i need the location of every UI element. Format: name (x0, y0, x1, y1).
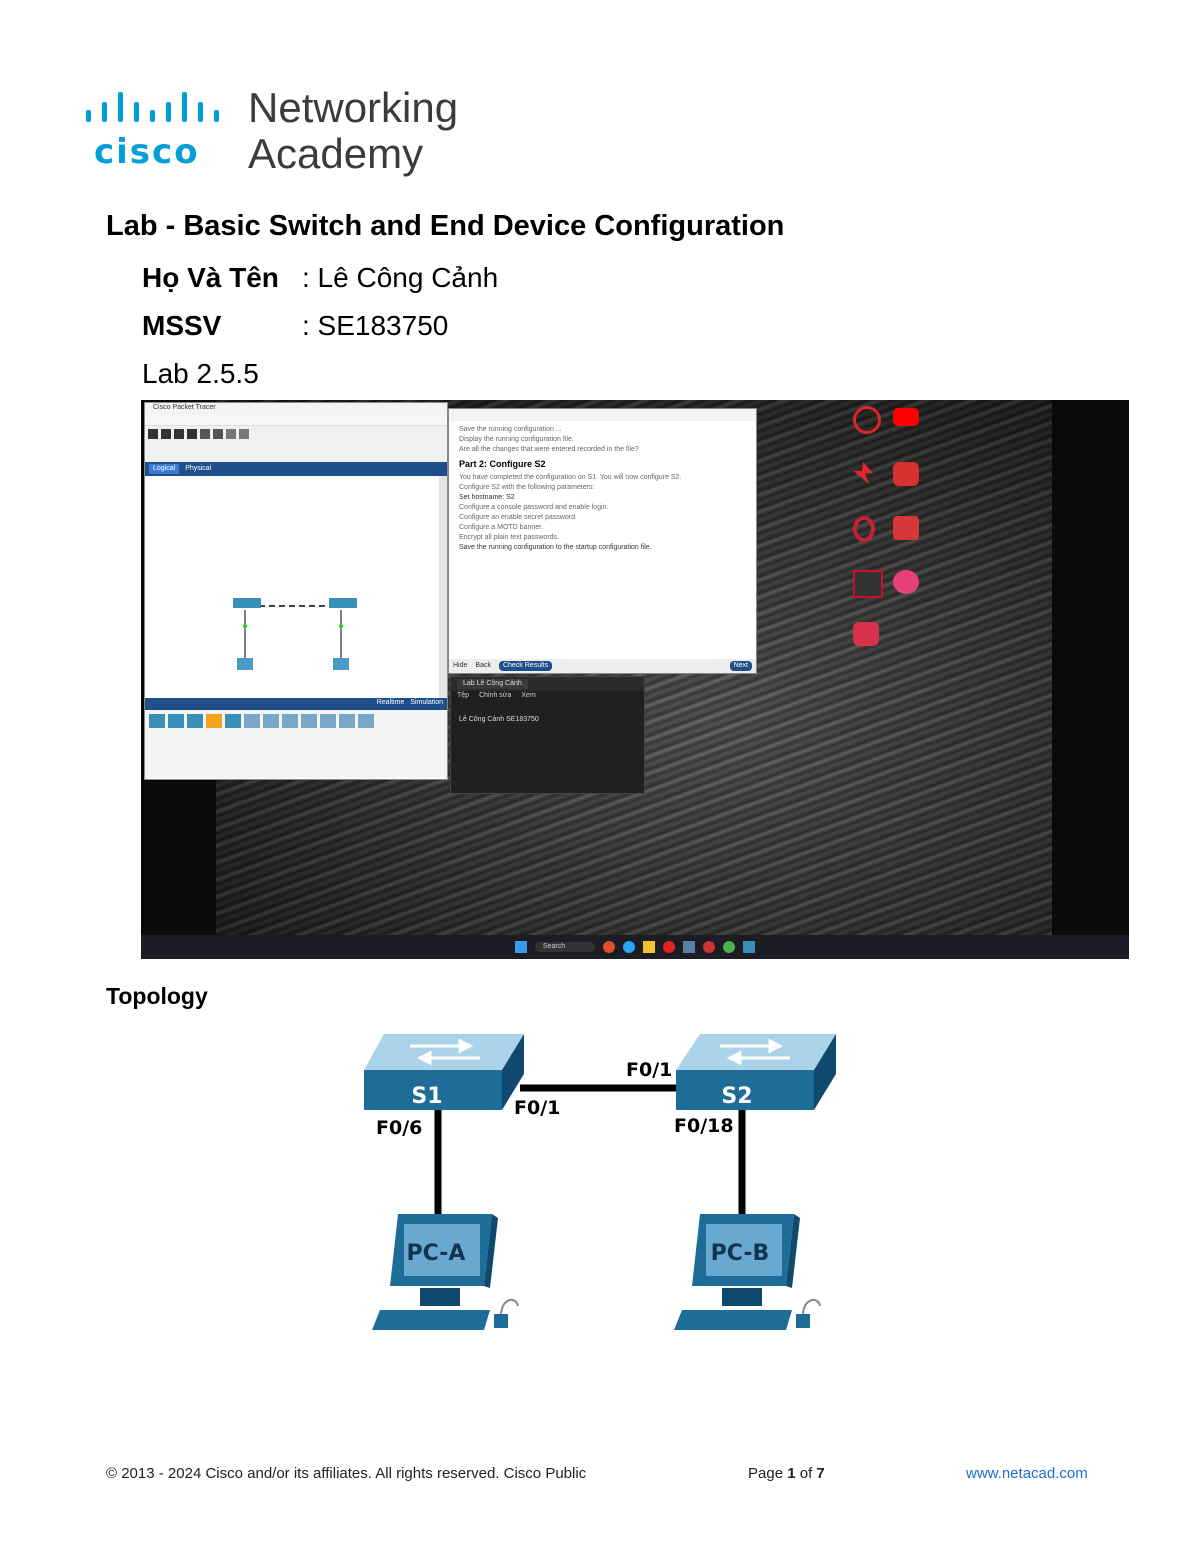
back-button[interactable]: Back (475, 662, 491, 669)
page-of: of (799, 1465, 813, 1482)
app-icon[interactable] (853, 462, 873, 484)
s2-label: S2 (721, 1084, 752, 1109)
port-s1-f0-1: F0/1 (514, 1097, 560, 1119)
pc-b[interactable]: PC-B (674, 1214, 821, 1330)
app-icon[interactable] (893, 516, 919, 540)
realtime-mode[interactable]: Realtime (376, 699, 405, 706)
hide-button[interactable]: Hide (453, 662, 468, 669)
student-id-value: : SE183750 (302, 310, 449, 341)
windows-start-icon[interactable] (514, 941, 527, 953)
taskbar-app-icon[interactable] (683, 941, 696, 953)
pc-a[interactable]: PC-A (372, 1214, 519, 1330)
footer-page-number: Page 1 of 7 (748, 1465, 825, 1482)
check-results-button[interactable]: Check Results (498, 661, 553, 671)
next-button[interactable]: Next (729, 661, 752, 671)
topology-heading: Topology (106, 983, 208, 1009)
pt-topology-mini (233, 598, 357, 670)
port-s2-f0-18: F0/18 (674, 1115, 734, 1137)
doc-heading: Part 2: Configure S2 (459, 459, 546, 469)
cisco-wordmark: cisco (94, 132, 200, 172)
folder-icon[interactable] (643, 941, 656, 953)
name-value: : Lê Công Cảnh (302, 262, 499, 293)
app-icon[interactable] (853, 570, 883, 598)
name-label: Họ Và Tên (142, 262, 279, 293)
tab-physical[interactable]: Physical (185, 465, 212, 472)
pt-device-palette[interactable] (145, 710, 447, 778)
cisco-networking-academy-logo: cisco Networking Academy (84, 84, 484, 180)
pt-menubar (145, 415, 447, 426)
desktop-icons (849, 406, 919, 656)
switch-s2[interactable]: S2 (676, 1034, 836, 1110)
pt-mode-bar: Realtime Simulation (145, 698, 447, 710)
notepad-tab[interactable]: Lab Lê Công Cảnh (457, 679, 528, 689)
app-icon[interactable] (853, 622, 879, 646)
app-icon[interactable] (853, 406, 881, 434)
lab-number: Lab 2.5.5 (142, 358, 259, 389)
packet-tracer-icon[interactable] (743, 941, 756, 953)
menu-file[interactable]: Tệp (457, 692, 470, 699)
pc-a-label: PC-A (407, 1241, 466, 1266)
switch-s1[interactable]: S1 (364, 1034, 524, 1110)
notepad-window[interactable]: Lab Lê Công Cảnh Tệp Chỉnh sửa Xem Lê Cô… (450, 676, 645, 794)
pt-workspace[interactable] (145, 476, 447, 698)
doc-item-1: Set hostname: S2 (459, 494, 515, 501)
topology-diagram: S1 S2 F0/1 F0/1 F0/6 F0/18 PC-A PC-B (364, 1034, 836, 1330)
page-current: 1 (787, 1465, 796, 1482)
edge-icon[interactable] (623, 941, 636, 953)
app-icon[interactable] (893, 570, 919, 594)
port-s2-f0-1: F0/1 (626, 1059, 672, 1081)
packet-tracer-window[interactable]: Cisco Packet Tracer Logical Physical (144, 402, 448, 780)
taskbar-app-icon[interactable] (703, 941, 716, 953)
footer-copyright: © 2013 - 2024 Cisco and/or its affiliate… (106, 1465, 587, 1482)
wps-icon[interactable] (893, 462, 919, 486)
simulation-mode[interactable]: Simulation (410, 699, 443, 706)
taskbar-app-icon[interactable] (603, 941, 616, 953)
opera-icon[interactable] (853, 516, 875, 542)
footer-link[interactable]: www.netacad.com (966, 1465, 1088, 1482)
logo-networking: Networking (248, 84, 459, 131)
chrome-icon[interactable] (723, 941, 736, 953)
logo-academy: Academy (248, 130, 424, 177)
taskbar-app-icon[interactable] (663, 941, 676, 953)
taskbar: Search (141, 935, 1129, 959)
menu-edit[interactable]: Chỉnh sửa (479, 692, 512, 699)
doc-item-2: Save the running configuration to the st… (459, 544, 652, 551)
cisco-bars-icon (86, 92, 219, 122)
s1-label: S1 (411, 1084, 442, 1109)
page-total: 7 (816, 1465, 825, 1482)
youtube-icon[interactable] (893, 408, 919, 426)
pt-instructions-window[interactable]: Save the running configuration ... Displ… (448, 408, 757, 674)
doc-footer: Hide Back Check Results Next (449, 659, 756, 673)
notepad-content[interactable]: Lê Công Cảnh SE183750 (459, 716, 539, 723)
pt-toolbar (145, 426, 447, 462)
menu-view[interactable]: Xem (521, 692, 536, 699)
page-title: Lab - Basic Switch and End Device Config… (106, 210, 785, 242)
desktop-screenshot: Cisco Packet Tracer Logical Physical (141, 400, 1129, 959)
taskbar-search[interactable]: Search (534, 942, 596, 952)
student-id-label: MSSV (142, 310, 222, 341)
tab-logical[interactable]: Logical (149, 464, 180, 474)
port-s1-f0-6: F0/6 (376, 1117, 422, 1139)
pt-view-tabs: Logical Physical (145, 462, 447, 476)
pc-b-label: PC-B (711, 1241, 770, 1266)
page-prefix: Page (748, 1465, 784, 1482)
pt-titlebar: Cisco Packet Tracer (145, 403, 447, 415)
